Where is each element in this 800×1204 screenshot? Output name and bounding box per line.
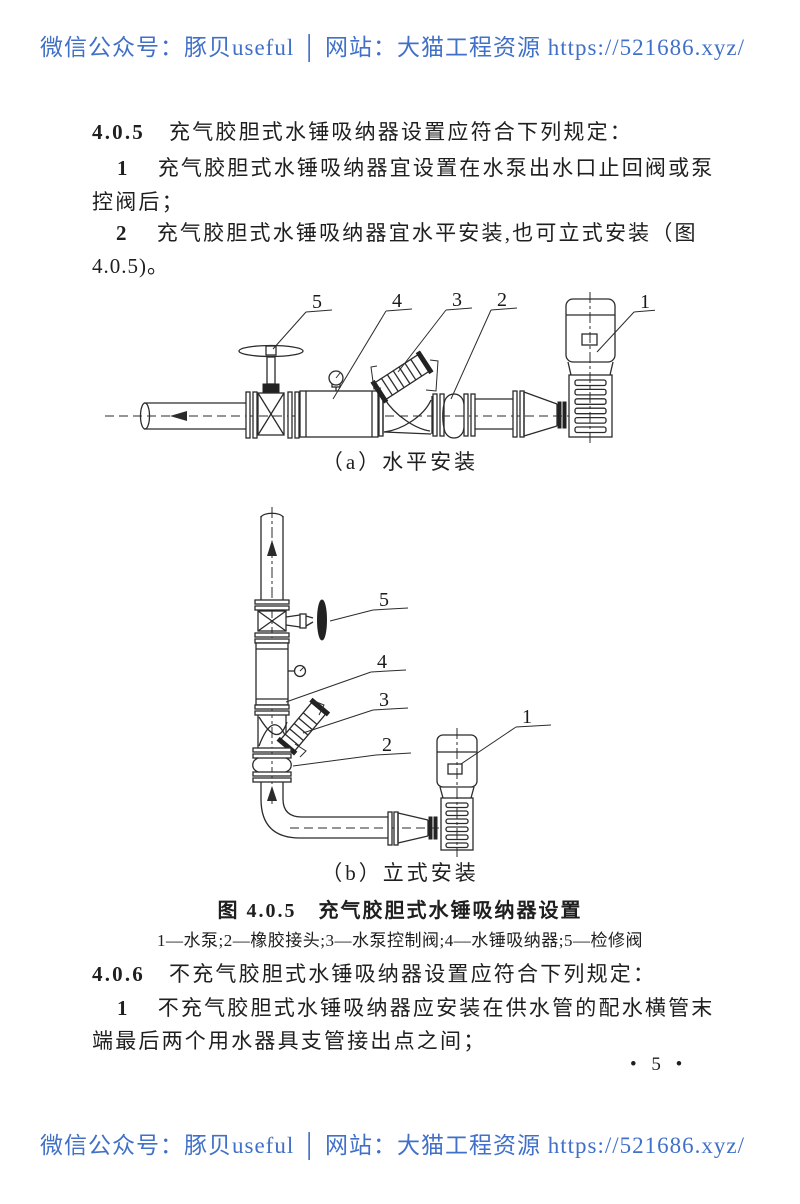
- clause-405-item1-line2: 控阀后；: [92, 190, 185, 214]
- figure-title: 图 4.0.5 充气胶胆式水锤吸纳器设置: [217, 900, 583, 922]
- callout-1: 1: [522, 706, 532, 728]
- pump-control-valve: [257, 697, 331, 758]
- clause-405-item2-line2: 4.0.5)。: [92, 254, 169, 278]
- page-number: • 5 •: [630, 1054, 688, 1075]
- item1-text: 充气胶胆式水锤吸纳器宜设置在水泵出水口止回阀或泵: [157, 156, 715, 180]
- callouts-a: 5 4 3 2 1: [272, 289, 655, 400]
- clause-406-title-line: 4.0.6 不充气胶胆式水锤吸纳器设置应符合下列规定：: [92, 958, 656, 988]
- item1-number: 1: [117, 156, 130, 180]
- reducer: [397, 812, 429, 844]
- clause-405-item2-line1: 2 充气胶胆式水锤吸纳器宜水平安装,也可立式安装（图: [116, 217, 698, 247]
- watermark-bottom: 微信公众号：豚贝useful │ 网站：大猫工程资源 https://52168…: [40, 1133, 746, 1158]
- item1-number: 1: [117, 996, 130, 1020]
- pump: [565, 292, 616, 443]
- pressure-gauge-icon: [288, 664, 307, 678]
- pressure-gauge-icon: [328, 370, 344, 391]
- clause-405-title-line: 4.0.5 充气胶胆式水锤吸纳器设置应符合下列规定：: [92, 116, 633, 146]
- callout-1: 1: [640, 291, 650, 313]
- pump: [436, 728, 478, 857]
- inlet-pipe: [139, 402, 247, 430]
- flow-arrow-up-icon: [267, 786, 277, 801]
- watermark-top: 微信公众号：豚贝useful │ 网站：大猫工程资源 https://52168…: [40, 35, 746, 60]
- figure-a-horizontal-installation: 5 4 3 2 1: [105, 289, 655, 443]
- callout-3: 3: [452, 289, 462, 311]
- reducer: [523, 391, 558, 437]
- service-valve: [238, 344, 304, 436]
- figure-b-caption: （b）立式安装: [321, 861, 479, 885]
- pump-control-valve: [370, 350, 439, 437]
- clause-406-number: 4.0.6: [92, 962, 145, 986]
- clause-405-title-text: 充气胶胆式水锤吸纳器设置应符合下列规定：: [169, 120, 633, 144]
- callout-4: 4: [392, 290, 402, 312]
- riser-pipe: [260, 512, 284, 600]
- item1-text: 不充气胶胆式水锤吸纳器应安装在供水管的配水横管末: [157, 996, 715, 1020]
- item2-number: 2: [116, 221, 129, 245]
- clause-406-item1-line2: 端最后两个用水器具支管接出点之间；: [92, 1029, 487, 1053]
- clause-406-title-text: 不充气胶胆式水锤吸纳器设置应符合下列规定：: [169, 962, 657, 986]
- callout-2: 2: [382, 734, 392, 756]
- callouts-b: 5 4 3 2 1: [285, 589, 552, 767]
- elbow-pipe: [260, 782, 456, 839]
- flow-arrow-up-icon: [267, 540, 277, 556]
- service-valve: [257, 599, 327, 641]
- clause-405-number: 4.0.5: [92, 120, 145, 144]
- figure-b-vertical-installation: 5 4 3 2 1: [252, 507, 552, 857]
- callout-2: 2: [497, 289, 507, 311]
- rubber-joint: [252, 757, 292, 773]
- callout-3: 3: [379, 689, 389, 711]
- water-hammer-arrester: [255, 642, 307, 706]
- callout-5: 5: [312, 291, 322, 313]
- water-hammer-arrester: [299, 370, 379, 438]
- figure-legend: 1—水泵;2—橡胶接头;3—水泵控制阀;4—水锤吸纳器;5—检修阀: [157, 931, 643, 950]
- clause-406-item1-line1: 1 不充气胶胆式水锤吸纳器应安装在供水管的配水横管末: [117, 992, 715, 1022]
- item2-text: 充气胶胆式水锤吸纳器宜水平安装,也可立式安装（图: [156, 221, 698, 245]
- callout-4: 4: [377, 651, 387, 673]
- clause-405-item1-line1: 1 充气胶胆式水锤吸纳器宜设置在水泵出水口止回阀或泵: [117, 152, 715, 182]
- flow-arrow-left-icon: [170, 411, 187, 421]
- callout-5: 5: [379, 589, 389, 611]
- figure-a-caption: （a）水平安装: [321, 450, 479, 474]
